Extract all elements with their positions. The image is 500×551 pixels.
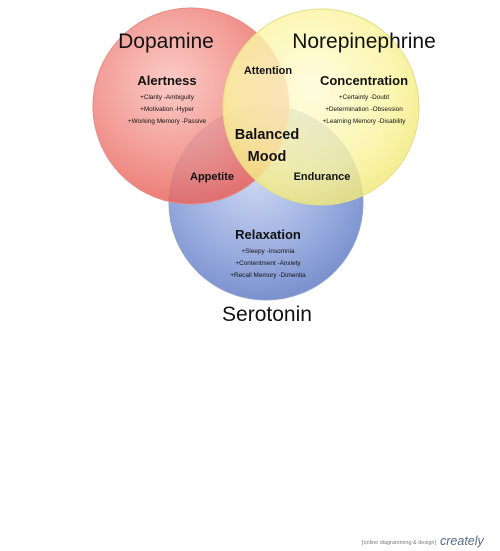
relaxation-title: Relaxation [235,227,301,242]
norepinephrine-label: Norepinephrine [292,30,436,53]
balanced-mood-line-1: Balanced [235,127,299,143]
brand-tagline: [online diagramming & design] [362,540,436,546]
appetite-label: Appetite [190,171,234,183]
alertness-title: Alertness [137,73,196,88]
norepinephrine-item-1: +Certainty -Doubt [339,94,389,101]
attention-label: Attention [244,65,293,77]
serotonin-item-3: +Recall Memory -Dimentia [230,272,306,279]
norepinephrine-item-3: +Learning Memory -Disability [323,118,407,125]
serotonin-item-2: +Contentment -Anxiety [235,260,301,267]
norepinephrine-circle [222,8,420,206]
serotonin-label: Serotonin [222,303,312,326]
dopamine-item-2: +Motivation -Hyper [140,106,195,113]
creately-logo[interactable]: creately [440,534,485,548]
norepinephrine-item-2: +Determination -Obsession [325,106,403,113]
serotonin-item-1: +Sleepy -Insomnia [241,248,295,255]
concentration-title: Concentration [320,73,408,88]
endurance-label: Endurance [294,171,351,183]
dopamine-label: Dopamine [118,30,214,53]
dopamine-item-1: +Clarity -Ambiguity [140,94,195,101]
balanced-mood-line-2: Mood [248,149,287,165]
dopamine-item-3: +Working Memory -Passive [128,118,207,125]
